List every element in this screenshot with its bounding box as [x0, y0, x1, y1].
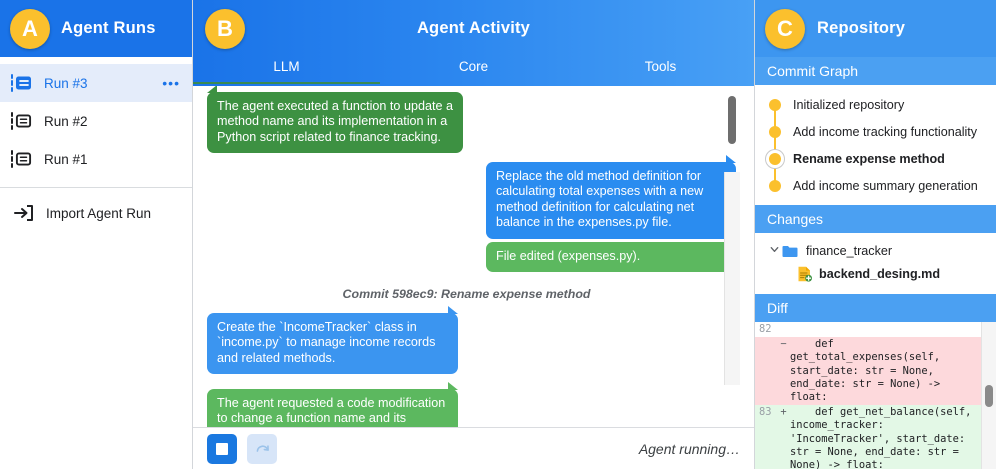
commit-graph-section-header: Commit Graph — [755, 57, 996, 85]
activity-scrollbar-thumb[interactable] — [728, 96, 736, 144]
import-agent-run-label: Import Agent Run — [46, 205, 152, 221]
diff-line: − def get_total_expenses(self, start_dat… — [755, 337, 996, 406]
diff-line-code: def get_total_expenses(self, start_date:… — [790, 338, 947, 404]
panel-badge-b: B — [205, 8, 245, 49]
chat-bubble-llm-request: Replace the old method definition for ca… — [486, 155, 736, 239]
run-label: Run #1 — [44, 151, 88, 167]
diff-line-number — [755, 338, 777, 404]
stop-button[interactable] — [207, 433, 237, 464]
import-icon — [12, 204, 34, 222]
commit-label: Initialized repository — [793, 97, 905, 112]
diff-line: 83 + def get_net_balance(self, income_tr… — [755, 405, 996, 469]
diff-scrollbar-track[interactable] — [981, 322, 996, 469]
agent-status-text: Agent running… — [638, 440, 740, 457]
sidebar-item-run-3[interactable]: Run #3 ••• — [0, 64, 192, 102]
commit-graph-line — [774, 172, 776, 186]
panel-badge-a: A — [10, 8, 50, 49]
diff-section-header: Diff — [755, 294, 996, 322]
agent-activity-header: B Agent Activity — [193, 0, 754, 57]
folder-icon — [782, 245, 798, 258]
tab-core[interactable]: Core — [458, 59, 489, 74]
sidebar-item-run-2[interactable]: Run #2 — [0, 102, 192, 140]
diff-line-code: def get_net_balance(self, income_tracker… — [790, 406, 978, 469]
agent-runs-list: Run #3 ••• Run #2 — [0, 57, 192, 233]
chat-bubble-agent-request: The agent requested a code modification … — [207, 381, 458, 427]
activity-scrollbar-track[interactable] — [724, 172, 740, 385]
agent-activity-footer: Agent running… — [193, 427, 754, 469]
repository-title: Repository — [817, 19, 906, 37]
commit-item-rename-expense-method[interactable]: Rename expense method — [755, 145, 996, 172]
file-name: backend_desing.md — [819, 267, 941, 281]
agent-activity-panel: B Agent Activity LLM Core Tools The agen… — [193, 0, 755, 469]
commit-node-icon — [11, 74, 33, 92]
import-agent-run-button[interactable]: Import Agent Run — [0, 193, 192, 233]
repository-header: C Repository — [755, 0, 996, 57]
run-overflow-menu-icon[interactable]: ••• — [162, 75, 180, 91]
repository-panel: C Repository Commit Graph Initialized re… — [755, 0, 996, 469]
diff-viewer[interactable]: 82 − def get_total_expenses(self, start_… — [755, 322, 996, 469]
diff-line-sign — [777, 323, 790, 336]
folder-name: finance_tracker — [806, 244, 893, 258]
diff-line-sign: − — [780, 338, 787, 351]
diff-line-code — [790, 323, 980, 336]
changes-folder-row[interactable]: finance_tracker — [755, 240, 996, 262]
agent-activity-title: Agent Activity — [416, 19, 531, 37]
stop-square-icon — [216, 442, 228, 455]
redo-arrow-icon — [256, 445, 269, 452]
agent-runs-panel: A Agent Runs Run #3 ••• — [0, 0, 193, 469]
commit-dot-icon — [769, 98, 781, 111]
sidebar-divider — [0, 187, 192, 188]
commit-node-icon — [11, 112, 33, 130]
agent-activity-tabs: LLM Core Tools — [193, 57, 754, 86]
file-added-icon — [797, 266, 812, 282]
commit-graph-line — [774, 104, 776, 118]
commit-label: Add income tracking functionality — [793, 124, 978, 139]
run-label: Run #3 — [44, 75, 88, 91]
commit-dot-icon — [769, 179, 781, 192]
commit-graph-list: Initialized repository Add income tracki… — [755, 85, 996, 205]
commit-separator-label: Commit 598ec9: Rename expense method — [342, 287, 591, 301]
run-label: Run #2 — [44, 113, 88, 129]
diff-scrollbar-thumb[interactable] — [985, 385, 993, 407]
commit-label: Add income summary generation — [793, 178, 978, 193]
commit-item-initialized-repository[interactable]: Initialized repository — [755, 91, 996, 118]
chat-bubble-file-edited: File edited (expenses.py). — [486, 234, 736, 273]
chat-bubble-agent-summary: The agent executed a function to update … — [207, 86, 463, 154]
changes-file-row[interactable]: backend_desing.md — [755, 262, 996, 286]
commit-item-add-income-tracking[interactable]: Add income tracking functionality — [755, 118, 996, 145]
diff-line-sign: + — [780, 406, 787, 419]
sidebar-item-run-1[interactable]: Run #1 — [0, 140, 192, 178]
chat-bubble-create-class: Create the `IncomeTracker` class in `inc… — [207, 305, 458, 375]
diff-line: 82 — [755, 322, 996, 338]
panel-badge-c: C — [765, 8, 805, 49]
changes-section-header: Changes — [755, 205, 996, 233]
chevron-down-icon[interactable] — [769, 244, 782, 258]
changes-tree: finance_tracker backend_desing.md — [755, 233, 996, 294]
diff-line-number: 83 — [759, 406, 772, 419]
commit-node-icon — [11, 150, 33, 168]
redo-button[interactable] — [247, 433, 277, 464]
agent-activity-message-list: The agent executed a function to update … — [193, 86, 754, 427]
commit-dot-icon — [769, 152, 781, 165]
tab-tools[interactable]: Tools — [644, 59, 677, 74]
commit-label: Rename expense method — [793, 151, 945, 166]
commit-dot-icon — [769, 125, 781, 138]
agent-runs-title: Agent Runs — [61, 19, 156, 37]
tab-llm[interactable]: LLM — [193, 57, 380, 84]
diff-line-number: 82 — [759, 323, 772, 335]
commit-item-add-income-summary[interactable]: Add income summary generation — [755, 172, 996, 199]
agent-runs-header: A Agent Runs — [0, 0, 192, 57]
